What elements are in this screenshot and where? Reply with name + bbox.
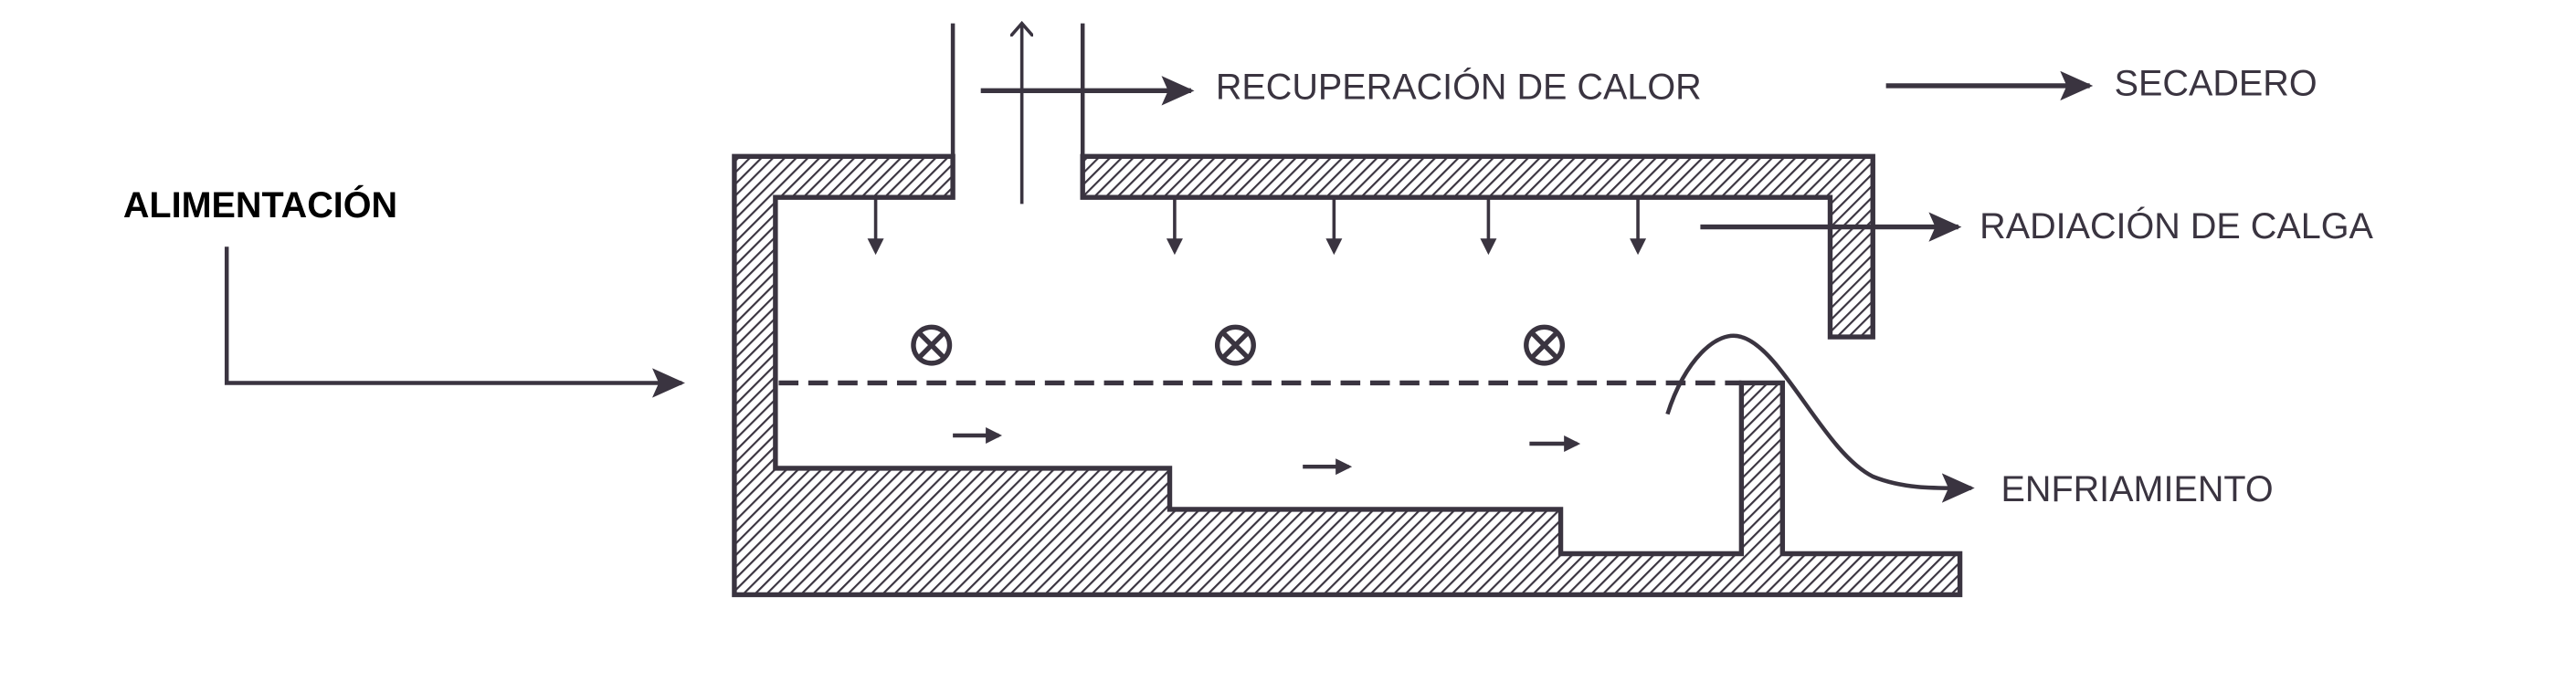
burner-icon bbox=[1524, 324, 1566, 366]
flow-arrows bbox=[953, 427, 1581, 476]
feed-arrow bbox=[224, 246, 685, 398]
burner-icon bbox=[1214, 324, 1256, 366]
cooling-label: ENFRIAMIENTO bbox=[2001, 469, 2274, 509]
cooling-arrow bbox=[1665, 333, 1975, 503]
kiln-wall-top-right bbox=[1080, 153, 1875, 340]
load-radiation-label: RADIACIÓN DE CALGA bbox=[1980, 206, 2373, 246]
heat-down-arrows bbox=[867, 197, 1647, 256]
dryer-label: SECADERO bbox=[2115, 64, 2317, 104]
heat-recovery-label: RECUPERACIÓN DE CALOR bbox=[1216, 67, 1702, 107]
burner-symbols bbox=[911, 324, 1566, 366]
burner-icon bbox=[911, 324, 953, 366]
feed-label: ALIMENTACIÓN bbox=[123, 185, 397, 225]
kiln-wall-left-bottom bbox=[732, 153, 1963, 598]
